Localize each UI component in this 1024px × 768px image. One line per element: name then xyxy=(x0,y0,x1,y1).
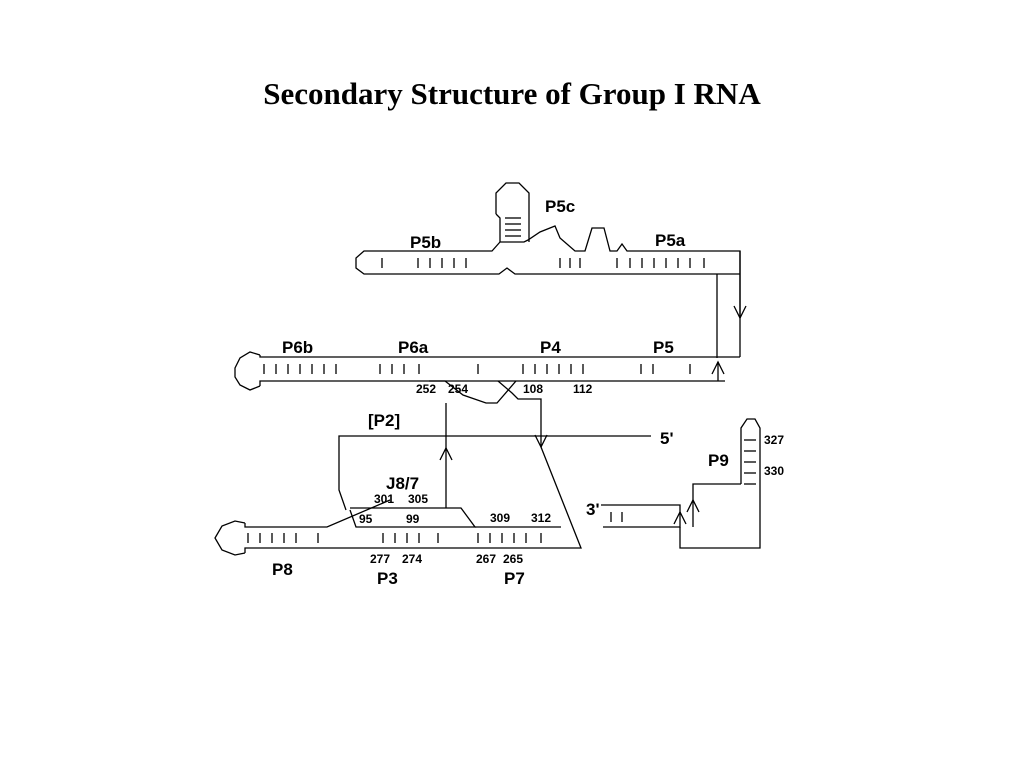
label-p5: P5 xyxy=(653,338,674,357)
num-305: 305 xyxy=(408,492,428,506)
num-112: 112 xyxy=(573,382,593,396)
label-p5b: P5b xyxy=(410,233,441,252)
num-327: 327 xyxy=(764,433,784,447)
num-254: 254 xyxy=(448,382,468,396)
num-274: 274 xyxy=(402,552,422,566)
label-p4: P4 xyxy=(540,338,561,357)
label-p5a: P5a xyxy=(655,231,686,250)
p3p9-domain xyxy=(214,403,761,556)
num-277: 277 xyxy=(370,552,390,566)
num-95: 95 xyxy=(359,512,373,526)
label-j8-7: J8/7 xyxy=(386,474,419,493)
label-p5c: P5c xyxy=(545,197,575,216)
num-312: 312 xyxy=(531,511,551,525)
label-p2: [P2] xyxy=(368,411,400,430)
num-265: 265 xyxy=(503,552,523,566)
p4p6-domain xyxy=(234,351,740,447)
num-301: 301 xyxy=(374,492,394,506)
label-three-prime: 3' xyxy=(586,500,600,519)
num-267: 267 xyxy=(476,552,496,566)
label-p6a: P6a xyxy=(398,338,429,357)
num-108: 108 xyxy=(523,382,543,396)
label-p7: P7 xyxy=(504,569,525,588)
p5abc-domain xyxy=(355,182,747,358)
label-p8: P8 xyxy=(272,560,293,579)
num-252: 252 xyxy=(416,382,436,396)
label-five-prime: 5' xyxy=(660,429,674,448)
num-330: 330 xyxy=(764,464,784,478)
num-99: 99 xyxy=(406,512,420,526)
label-p3: P3 xyxy=(377,569,398,588)
label-p9: P9 xyxy=(708,451,729,470)
label-p6b: P6b xyxy=(282,338,313,357)
num-309: 309 xyxy=(490,511,510,525)
page-title: Secondary Structure of Group I RNA xyxy=(263,76,761,111)
